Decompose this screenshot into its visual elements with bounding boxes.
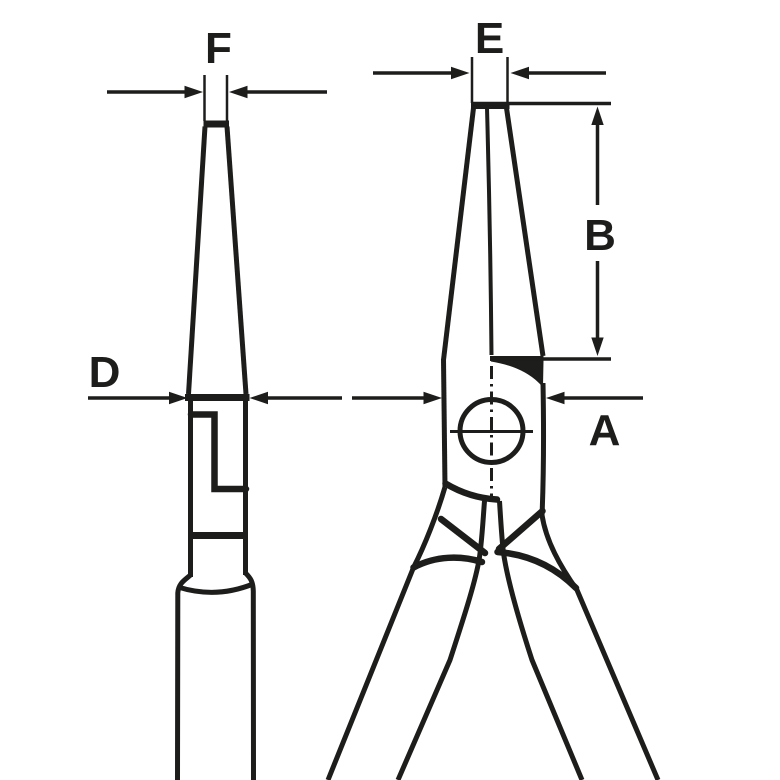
dim-label-a: A xyxy=(589,406,621,455)
crossing-line-right xyxy=(495,507,546,553)
head-cheek-curve xyxy=(442,480,501,503)
dimension-a: A xyxy=(352,391,643,455)
arrowhead-left-icon xyxy=(229,85,248,99)
jaw-edge-left xyxy=(441,107,476,361)
handle-outer-edge-right xyxy=(539,514,661,780)
handle-inner-edge-right xyxy=(497,500,585,780)
arrowhead-down-icon xyxy=(591,337,604,356)
handle-edge-right xyxy=(243,571,256,780)
handle-edge-left xyxy=(175,573,193,780)
arrowhead-right-icon xyxy=(184,85,203,99)
jaw-shoulder-wedge xyxy=(490,360,544,388)
handle-top-curve xyxy=(177,581,254,595)
dim-label-d: D xyxy=(89,348,121,397)
dimension-e: E xyxy=(373,14,606,103)
arrowhead-right-icon xyxy=(423,391,442,405)
pliers-side-view xyxy=(175,75,256,780)
jaw-edge-right xyxy=(224,126,249,395)
handle-inner-edge-left xyxy=(395,500,487,780)
joint-step-detail xyxy=(187,411,250,493)
dimension-f: F xyxy=(107,24,327,99)
jaw-edge-right xyxy=(504,107,546,357)
arrowhead-left-icon xyxy=(510,66,529,80)
dim-label-e: E xyxy=(475,14,504,63)
handle-outer-edge-left xyxy=(325,486,448,780)
dim-label-b: B xyxy=(584,211,616,260)
arrowhead-left-icon xyxy=(546,391,565,405)
arrowhead-right-icon xyxy=(169,391,188,405)
dim-label-f: F xyxy=(205,24,232,73)
dimension-d: D xyxy=(88,348,342,405)
jaw-edge-left xyxy=(186,126,208,395)
crossing-line-left xyxy=(437,515,489,557)
head-edge-left xyxy=(441,358,448,488)
arrowhead-left-icon xyxy=(249,391,268,405)
head-edge-right xyxy=(539,382,547,517)
arrowhead-up-icon xyxy=(591,106,604,125)
shoulder-curve-left xyxy=(410,554,486,571)
arrowhead-right-icon xyxy=(451,66,470,80)
jaw-seam-line xyxy=(485,107,494,356)
dimension-b: B xyxy=(473,101,616,361)
